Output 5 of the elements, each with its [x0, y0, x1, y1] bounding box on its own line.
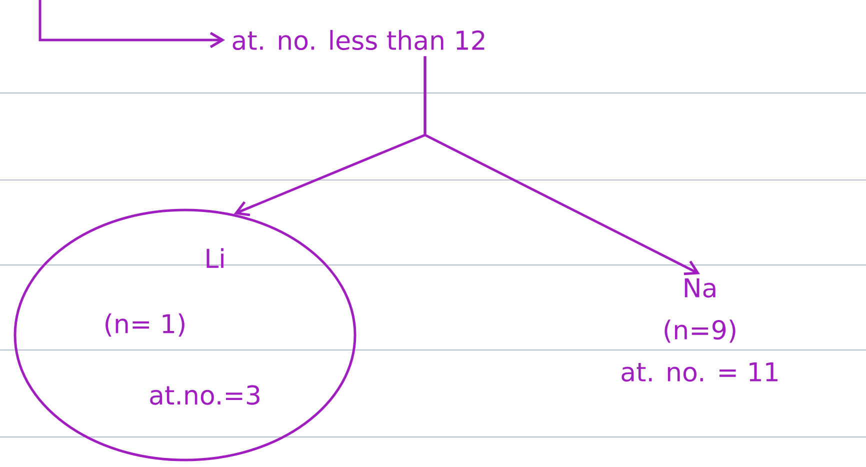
arrow	[38, 0, 225, 48]
heading-text: at. no. less than 12	[232, 30, 484, 50]
note-text: Na (n=9) at. no. = 11	[622, 278, 778, 382]
arrow	[424, 56, 700, 276]
circled-note: Li (n= 1) at.no.=3	[14, 208, 356, 462]
